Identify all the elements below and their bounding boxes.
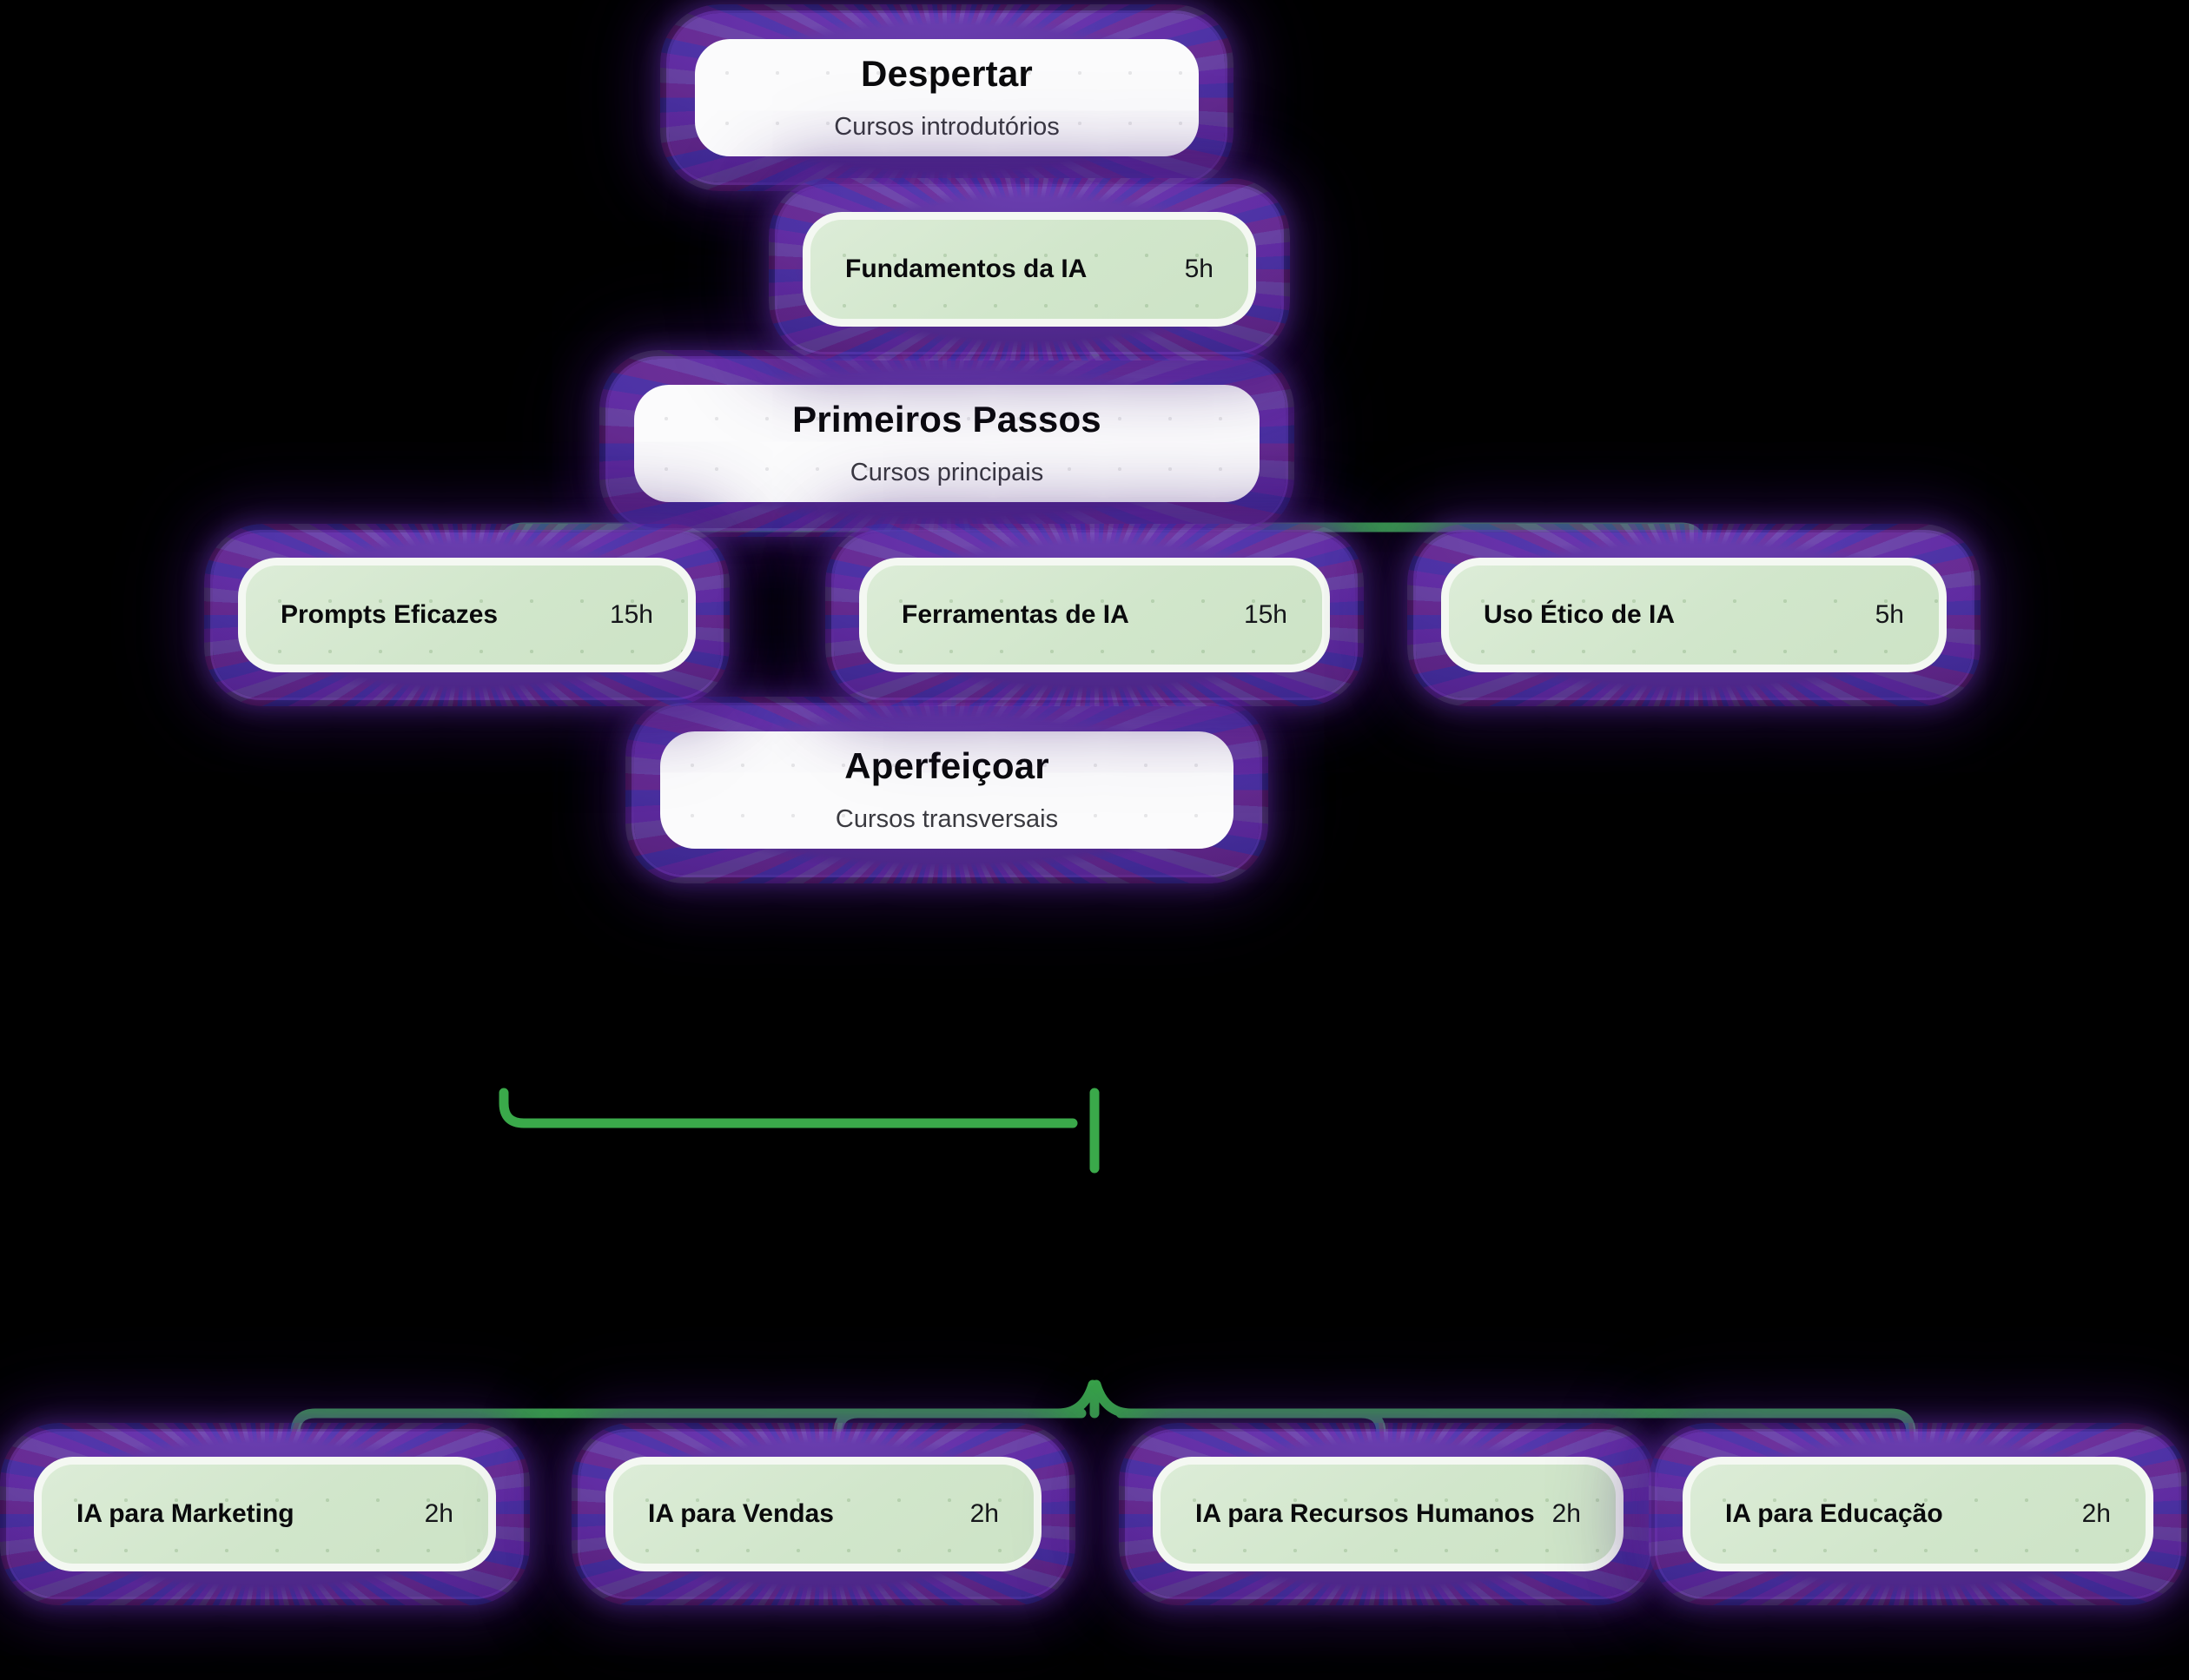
- stage-subtitle: Cursos transversais: [835, 804, 1059, 833]
- course-hours-badge: 15h: [609, 600, 653, 629]
- course-node-ferramentas-de-ia[interactable]: Ferramentas de IA 15h: [834, 532, 1355, 698]
- edge-arrow-aperfeicoar-left: [1053, 1379, 1098, 1419]
- course-name: IA para Marketing: [76, 1499, 294, 1528]
- course-name: Prompts Eficazes: [281, 600, 499, 629]
- course-card: IA para Marketing 2h: [42, 1465, 488, 1564]
- course-hours-badge: 2h: [424, 1499, 453, 1528]
- course-hours-badge: 15h: [1243, 600, 1287, 629]
- course-name: Uso Ético de IA: [1484, 600, 1676, 629]
- course-node-uso-etico-de-ia[interactable]: Uso Ético de IA 5h: [1416, 532, 1972, 698]
- course-node-ia-para-vendas[interactable]: IA para Vendas 2h: [580, 1432, 1067, 1597]
- course-name: Ferramentas de IA: [902, 600, 1129, 629]
- course-hours-badge: 2h: [2081, 1499, 2111, 1528]
- edge-arrow-aperfeicoar-right: [1091, 1379, 1136, 1419]
- course-card: IA para Recursos Humanos 2h: [1161, 1465, 1616, 1564]
- course-card: Ferramentas de IA 15h: [867, 566, 1322, 665]
- course-node-ia-para-educacao[interactable]: IA para Educação 2h: [1657, 1432, 2179, 1597]
- course-node-ia-para-marketing[interactable]: IA para Marketing 2h: [9, 1432, 521, 1597]
- stage-title: Despertar: [861, 53, 1033, 95]
- stage-title: Aperfeiçoar: [844, 745, 1049, 787]
- stage-subtitle: Cursos introdutórios: [834, 112, 1060, 141]
- course-card: IA para Educação 2h: [1690, 1465, 2146, 1564]
- course-card: Fundamentos da IA 5h: [810, 220, 1248, 319]
- course-name: Fundamentos da IA: [845, 255, 1088, 283]
- course-node-fundamentos-da-ia[interactable]: Fundamentos da IA 5h: [777, 187, 1281, 352]
- course-hours-badge: 5h: [1875, 600, 1904, 629]
- course-hours-badge: 2h: [969, 1499, 999, 1528]
- stage-subtitle: Cursos principais: [850, 458, 1044, 486]
- course-name: IA para Recursos Humanos: [1195, 1499, 1535, 1528]
- course-node-prompts-eficazes[interactable]: Prompts Eficazes 15h: [213, 532, 721, 698]
- course-card: IA para Vendas 2h: [613, 1465, 1034, 1564]
- stage-title: Primeiros Passos: [792, 399, 1101, 440]
- course-card: Prompts Eficazes 15h: [246, 566, 688, 665]
- edge-prompts-aperfeicoar: [499, 1088, 1078, 1128]
- course-name: IA para Educação: [1725, 1499, 1943, 1528]
- course-name: IA para Vendas: [648, 1499, 834, 1528]
- course-hours-badge: 2h: [1551, 1499, 1581, 1528]
- course-node-ia-para-recursos-humanos[interactable]: IA para Recursos Humanos 2h: [1128, 1432, 1649, 1597]
- course-hours-badge: 5h: [1184, 255, 1214, 283]
- course-card: Uso Ético de IA 5h: [1449, 566, 1939, 665]
